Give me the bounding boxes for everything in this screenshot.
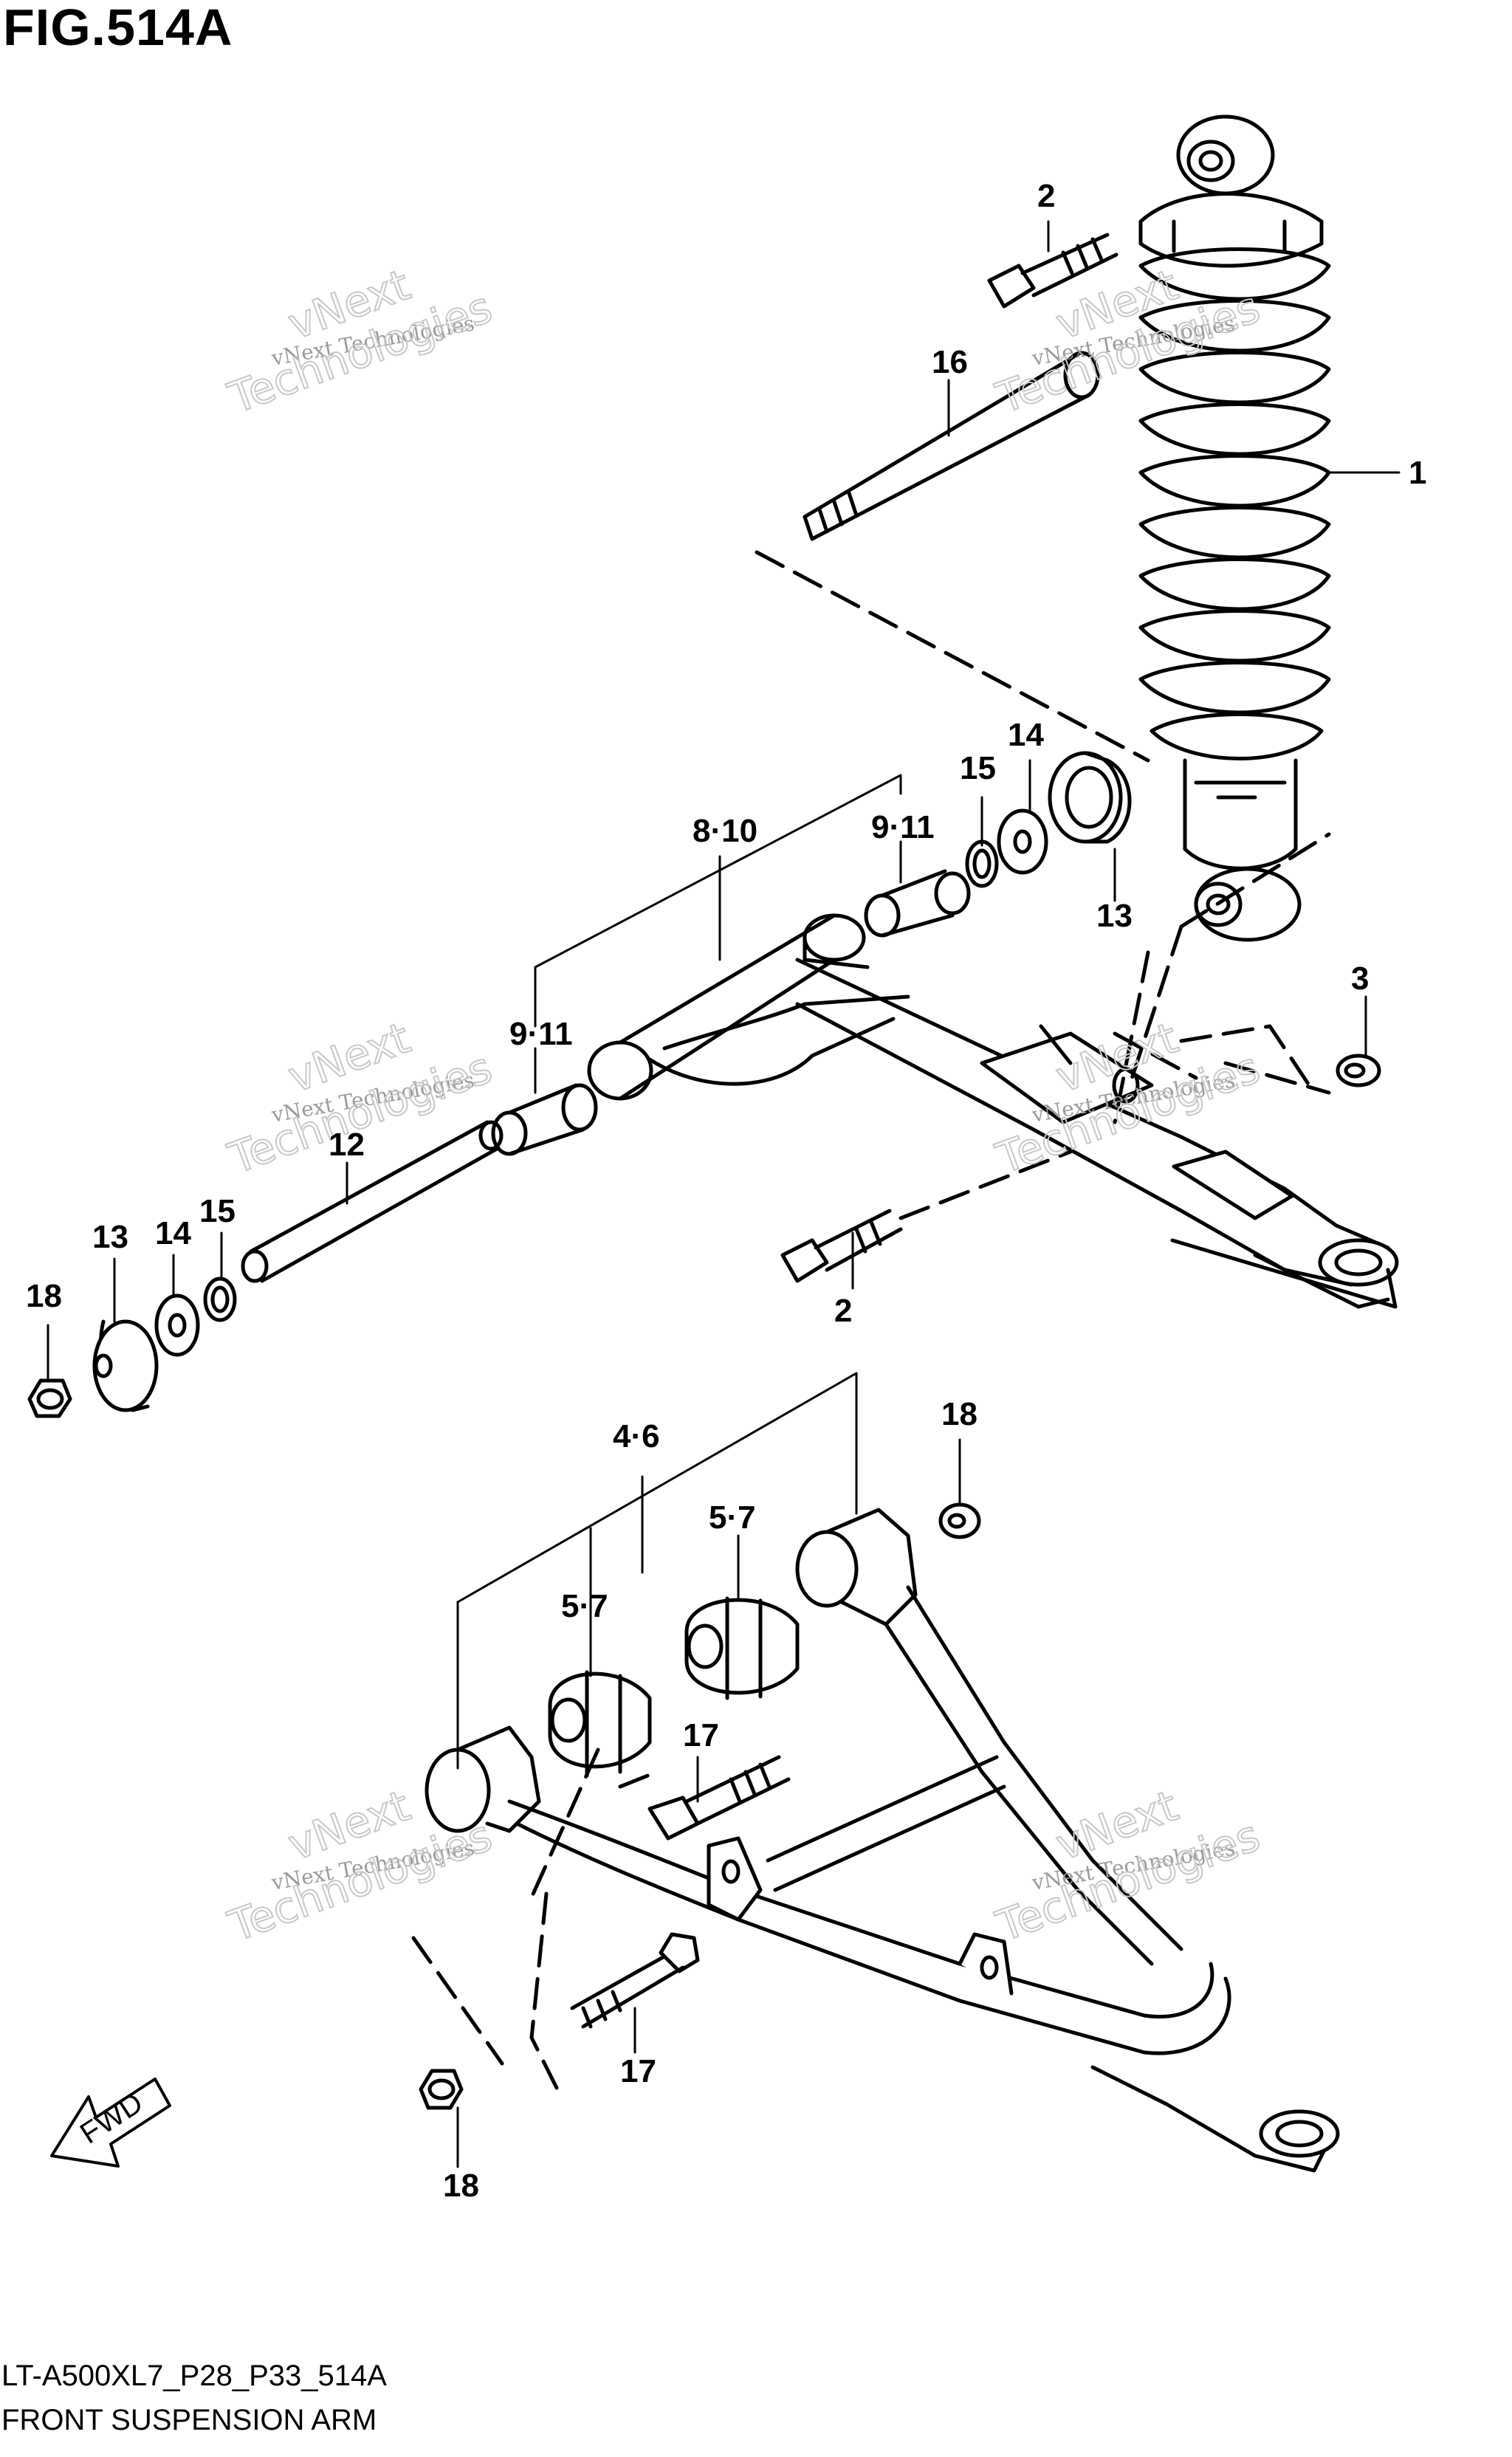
- upper-arm-part: [587, 913, 1399, 1309]
- callout-13-left: 13: [92, 1219, 128, 1255]
- callout-8-10: 8·10: [693, 813, 757, 849]
- callout-16: 16: [932, 344, 968, 380]
- callout-18-mid: 18: [941, 1396, 977, 1432]
- callout-4-6: 4·6: [613, 1418, 660, 1454]
- cap-part-13-left: [92, 1319, 159, 1412]
- callout-17-bottom: 17: [620, 2053, 656, 2089]
- watermark: vNext Technologies vNext Technologies vN…: [221, 258, 1267, 1952]
- shock-absorber-part: [1138, 114, 1331, 942]
- collar-part-9-11-top: [864, 869, 971, 938]
- bushing-part-5-7-left: [548, 1670, 652, 1778]
- pipe-part-12: [241, 1120, 504, 1283]
- ring-part-15-left: [203, 1276, 237, 1322]
- figure-name: FRONT SUSPENSION ARM: [1, 2404, 377, 2436]
- bolt-part-17-bottom: [570, 1932, 700, 2029]
- collar-part-9-11-left: [491, 1083, 598, 1156]
- callout-14-right: 14: [1008, 717, 1044, 753]
- callout-9-11-top: 9·11: [871, 809, 935, 845]
- callout-12: 12: [329, 1127, 365, 1163]
- cap-part-13-right: [1048, 751, 1132, 844]
- long-bolt-part-16: [803, 351, 1100, 541]
- fwd-arrow-icon: [50, 2078, 171, 2168]
- nut-part-18-left: [27, 1378, 72, 1418]
- assembly-line: [755, 550, 1150, 763]
- nut-part-3: [1336, 1054, 1381, 1087]
- nut-part-18-bottom: [419, 2069, 464, 2110]
- callout-14-left: 14: [155, 1215, 191, 1251]
- callout-15-right: 15: [960, 750, 996, 786]
- callout-2-top: 2: [1037, 178, 1055, 214]
- callout-9-11-left: 9·11: [509, 1016, 573, 1052]
- bushing-part-5-7-right: [684, 1596, 800, 1700]
- washer-part-14-right: [997, 808, 1048, 875]
- figure-title: FIG.514A: [3, 0, 233, 56]
- callout-17-top: 17: [683, 1717, 719, 1753]
- washer-part-14-left: [154, 1293, 200, 1357]
- bolt-part-2-bottom: [780, 1209, 903, 1283]
- callout-1: 1: [1409, 455, 1426, 491]
- callout-5-7-left: 5·7: [561, 1588, 608, 1624]
- ring-part-15-right: [965, 839, 999, 888]
- callout-15-left: 15: [199, 1193, 236, 1229]
- callout-18-left: 18: [26, 1278, 62, 1314]
- figure-code: LT-A500XL7_P28_P33_514A: [1, 2360, 387, 2392]
- bolt-part-17-top: [647, 1755, 791, 1841]
- callout-13-right: 13: [1096, 898, 1133, 934]
- callout-18-bottom: 18: [443, 2168, 479, 2204]
- callout-5-7-right: 5·7: [709, 1499, 756, 1536]
- callout-2-bottom: 2: [834, 1293, 852, 1329]
- nut-part-18-mid: [938, 1502, 981, 1539]
- lower-arm-part: [425, 1508, 1340, 2173]
- callout-labels: 2 16 1 8·10 9·11 15 14 13 3 9·11 12 15 1…: [26, 178, 1426, 2204]
- callout-3: 3: [1351, 961, 1369, 997]
- bolt-part-2-top: [987, 233, 1118, 309]
